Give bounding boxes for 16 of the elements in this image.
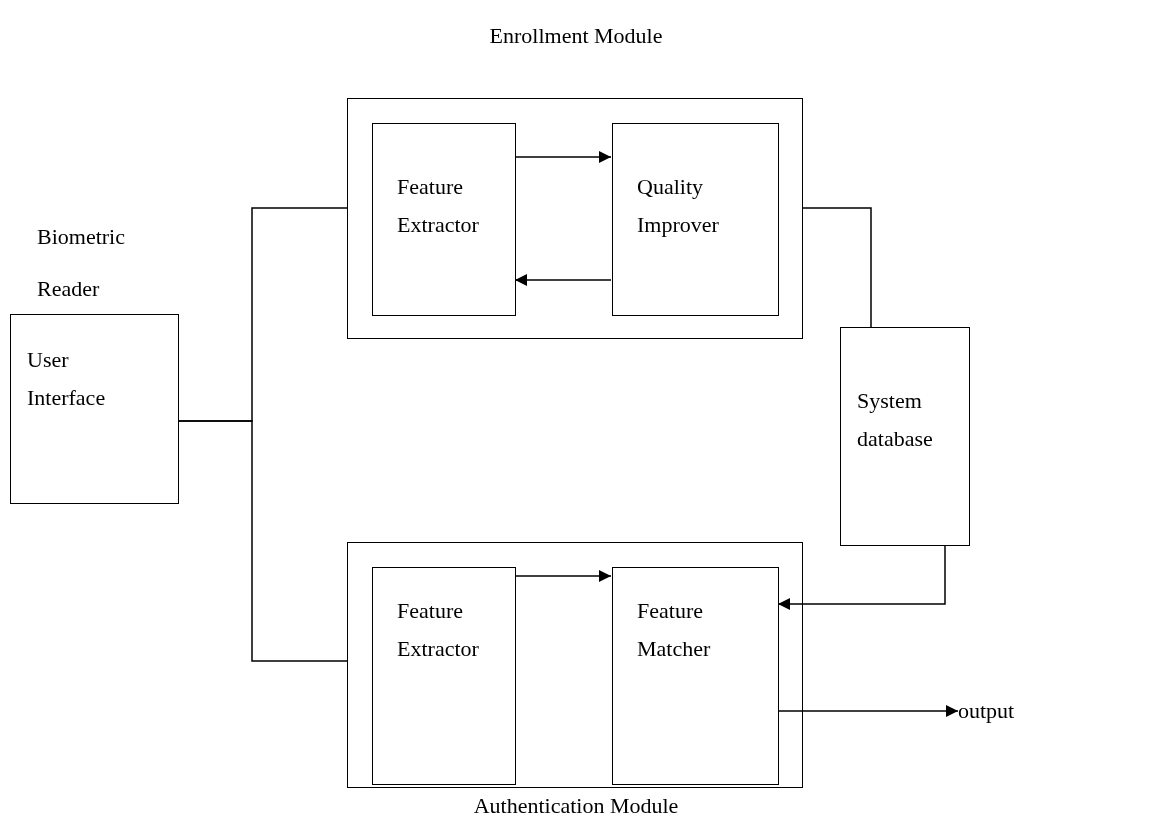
module-heading: Authentication Module [472,793,680,819]
arrow [514,274,612,286]
process-box: Feature Matcher [612,567,779,785]
module-heading: Biometric Reader [37,223,126,303]
arrow [514,570,612,582]
arrow [514,151,612,163]
process-box: Feature Extractor [372,123,516,316]
connector-line [802,207,872,328]
process-box: Quality Improver [612,123,779,316]
connector-line [178,420,348,662]
process-box: Feature Extractor [372,567,516,785]
arrow [777,705,959,717]
module-heading: Enrollment Module [488,22,664,50]
arrow [777,545,946,610]
output-label: output [958,694,1078,728]
process-box: System database [840,327,970,546]
